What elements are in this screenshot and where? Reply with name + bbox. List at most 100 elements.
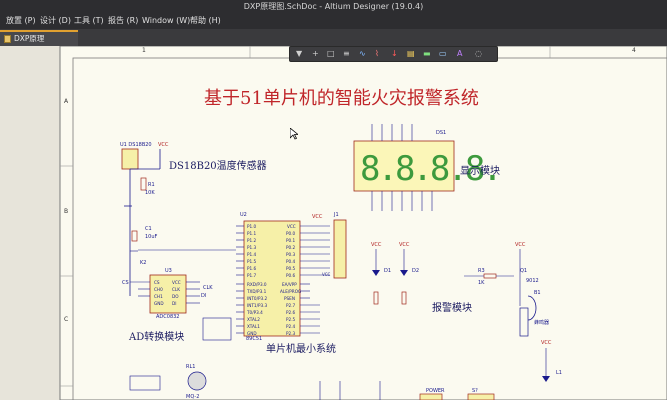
svg-text:D1: D1 (384, 268, 391, 274)
port-icon[interactable]: ▬ (423, 49, 431, 58)
svg-text:PSEN: PSEN (284, 296, 295, 301)
svg-text:VCC: VCC (541, 340, 552, 346)
svg-text:VCC: VCC (371, 242, 382, 248)
svg-text:DS1: DS1 (436, 130, 446, 136)
svg-text:89C51: 89C51 (246, 336, 262, 342)
tab-schdoc[interactable]: DXP原理图.SchDoc (0, 30, 78, 57)
svg-text:P2.4: P2.4 (286, 324, 296, 329)
svg-text:ADC0832: ADC0832 (156, 314, 180, 320)
text-icon[interactable]: A (457, 49, 463, 58)
label-adc[interactable]: AD转换模块 (129, 332, 185, 343)
power-icon[interactable]: ↓ (391, 49, 398, 58)
svg-text:RL1: RL1 (186, 364, 195, 370)
svg-text:P0.2: P0.2 (286, 245, 296, 250)
label-alarm[interactable]: 报警模块 (432, 303, 472, 314)
svg-text:B1: B1 (534, 290, 541, 296)
svg-text:P1.1: P1.1 (247, 231, 257, 236)
filter-icon[interactable]: ▼ (296, 49, 303, 58)
svg-text:CH0: CH0 (154, 287, 163, 292)
svg-text:P0.6: P0.6 (286, 273, 296, 278)
svg-text:P2.7: P2.7 (286, 303, 296, 308)
svg-text:INT0/P3.2: INT0/P3.2 (247, 296, 268, 301)
svg-text:P2.6: P2.6 (286, 310, 296, 315)
zone-top-1: 1 (142, 47, 146, 54)
seven-seg-display[interactable]: 8.8.8.8. DS1 (353, 124, 503, 211)
svg-text:CS: CS (122, 280, 129, 286)
zone-left-a: A (64, 98, 69, 105)
add-icon[interactable]: + (312, 49, 319, 58)
svg-text:U3: U3 (165, 268, 172, 274)
menu-place[interactable]: 放置 (P) (6, 16, 36, 25)
svg-text:INT1/P3.3: INT1/P3.3 (247, 303, 268, 308)
svg-text:P1.4: P1.4 (247, 252, 257, 257)
svg-text:9012: 9012 (526, 278, 539, 284)
svg-text:CS: CS (154, 280, 160, 285)
sheet-title[interactable]: 基于51单片机的智能火灾报警系统 (204, 88, 479, 109)
svg-text:CLK: CLK (203, 285, 213, 291)
svg-text:S?: S? (472, 388, 478, 394)
svg-text:VCC: VCC (322, 272, 331, 277)
label-display[interactable]: 显示模块 (460, 166, 500, 177)
svg-text:P1.2: P1.2 (247, 238, 257, 243)
arc-icon[interactable]: ◌ (475, 49, 482, 58)
net-icon[interactable]: ⌇ (375, 49, 379, 58)
svg-text:P0.4: P0.4 (286, 259, 296, 264)
menu-bar: 放置 (P) 设计 (D) 工具 (T) 报告 (R) Window (W) 帮… (0, 13, 667, 29)
sheet-border (59, 46, 667, 400)
svg-text:P2.5: P2.5 (286, 317, 296, 322)
component-icon[interactable]: ▤ (407, 49, 415, 58)
label-mcu[interactable]: 单片机最小系统 (266, 344, 336, 355)
svg-text:C1: C1 (145, 226, 152, 232)
svg-text:VCC: VCC (312, 214, 323, 220)
svg-text:VCC: VCC (287, 224, 296, 229)
svg-text:J1: J1 (333, 212, 339, 218)
svg-text:P1.0: P1.0 (247, 224, 257, 229)
svg-text:R1: R1 (148, 182, 155, 188)
svg-text:R3: R3 (478, 268, 485, 274)
rect-select-icon[interactable]: □ (327, 49, 335, 58)
svg-text:蜂鸣器: 蜂鸣器 (534, 319, 549, 326)
active-bar-toolbar: ▼ + □ ≡ ∿ ⌇ ↓ ▤ ▬ ▭ A ◌ (289, 46, 498, 62)
svg-text:XTAL2: XTAL2 (247, 317, 260, 322)
bottom-parts: RL1 MQ-2 VCC L1 POWER S? (129, 340, 562, 400)
svg-text:P2.3: P2.3 (286, 331, 296, 336)
window-title: DXP原理图.SchDoc - Altium Designer (19.0.4) (0, 0, 667, 13)
menu-window[interactable]: Window (W) (142, 16, 191, 25)
svg-text:T0/P3.4: T0/P3.4 (246, 310, 263, 315)
svg-text:P1.3: P1.3 (247, 245, 257, 250)
menu-design[interactable]: 设计 (D) (40, 16, 71, 25)
svg-text:ALE/PROG: ALE/PROG (280, 289, 301, 294)
schematic-sheet: U1 DS18B20 VCC R1 10K C1 10uF U2 89C51 P… (59, 46, 667, 400)
schematic-doc-icon (4, 35, 11, 43)
svg-text:Q1: Q1 (520, 268, 527, 274)
align-icon[interactable]: ≡ (343, 49, 350, 58)
svg-text:VCC: VCC (158, 142, 169, 148)
label-ds18b20[interactable]: DS18B20温度传感器 (169, 161, 267, 172)
alarm-leds[interactable]: VCC VCC D1 D2 (371, 242, 419, 305)
menu-reports[interactable]: 报告 (R) (108, 16, 139, 25)
zone-top-4: 4 (632, 47, 636, 54)
menu-help[interactable]: 帮助 (H) (190, 16, 221, 25)
svg-text:DO: DO (172, 294, 179, 299)
svg-text:RXD/P3.0: RXD/P3.0 (247, 282, 267, 287)
svg-text:TXD/P3.1: TXD/P3.1 (246, 289, 267, 294)
schematic-canvas[interactable]: U1 DS18B20 VCC R1 10K C1 10uF U2 89C51 P… (0, 46, 667, 400)
svg-text:P1.5: P1.5 (247, 259, 257, 264)
svg-text:GND: GND (154, 301, 164, 306)
svg-text:U1 DS18B20: U1 DS18B20 (120, 142, 152, 148)
svg-text:EA/VPP: EA/VPP (282, 282, 297, 287)
wire-icon[interactable]: ∿ (359, 49, 366, 58)
svg-text:P0.3: P0.3 (286, 252, 296, 257)
svg-text:CH1: CH1 (154, 294, 163, 299)
svg-text:GND: GND (247, 331, 257, 336)
mcu-part[interactable]: U2 89C51 P1.0P1.1P1.2P1.3P1.4P1.5P1.6P1.… (130, 212, 347, 342)
menu-tools[interactable]: 工具 (T) (74, 16, 104, 25)
svg-text:D2: D2 (412, 268, 419, 274)
svg-text:CLK: CLK (172, 287, 180, 292)
sheet-icon[interactable]: ▭ (439, 49, 447, 58)
svg-text:10uF: 10uF (145, 234, 158, 240)
svg-text:POWER: POWER (426, 388, 445, 394)
buzzer-circuit[interactable]: VCC B1 蜂鸣器 R3 1K Q1 9012 (464, 242, 549, 337)
ds18b20-part[interactable]: U1 DS18B20 VCC R1 10K C1 10uF (120, 142, 169, 296)
